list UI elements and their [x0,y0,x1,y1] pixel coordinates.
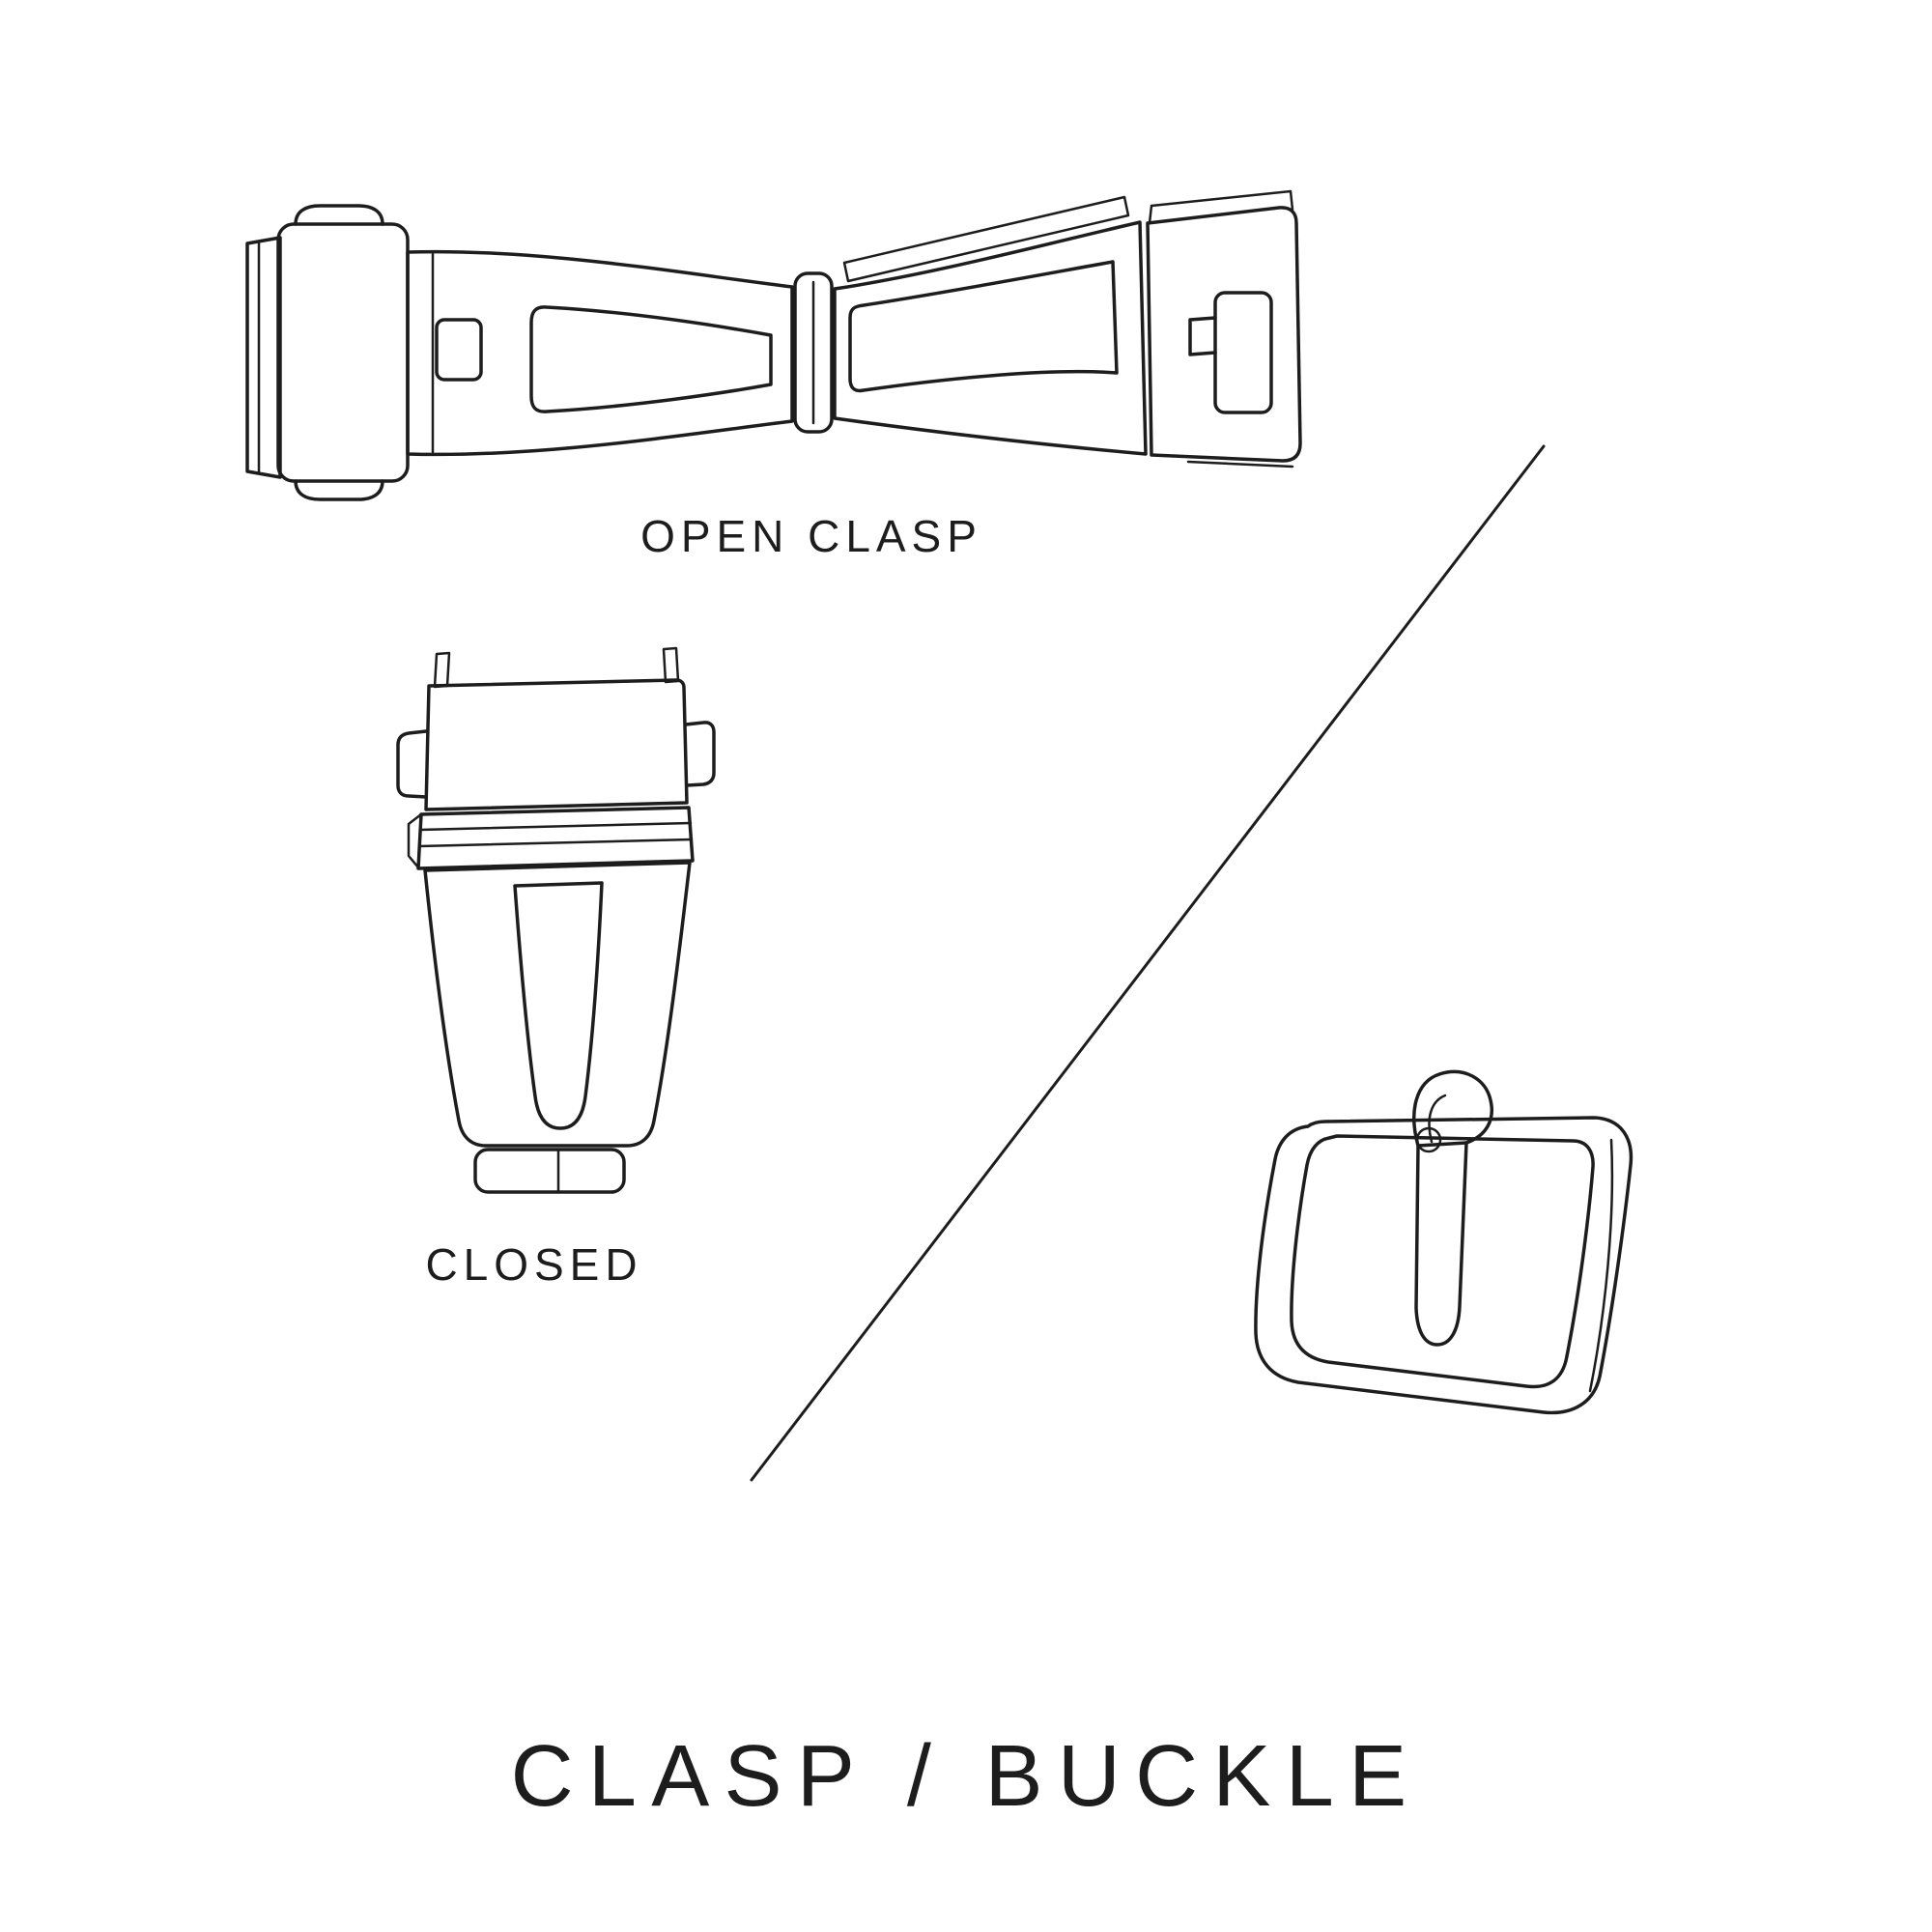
open-clasp-illustration [245,189,1302,501]
open-clasp-left-arm [406,249,794,457]
open-clasp-right-cap-bottom-line [1186,460,1294,469]
closed-clasp-prong-right [662,646,680,684]
diagram-title: CLASP / BUCKLE [510,1728,1422,1825]
closed-clasp-foot [473,1148,626,1194]
line-art-group [245,189,1634,1482]
closed-clasp-prong-left [433,651,451,689]
closed-clasp-body [423,861,692,1148]
open-clasp-right-cap [1146,206,1302,463]
buckle-inner-opening [1290,1134,1595,1389]
diagonal-divider-line [750,444,1546,1482]
open-clasp-cover-block [276,222,410,483]
open-clasp-right-cap-top-lip-edge [1148,204,1153,225]
closed-clasp-label: CLOSED [425,1239,643,1290]
buckle-outer-frame [1254,1116,1634,1415]
closed-clasp-band-line-2 [417,838,694,848]
closed-clasp-band-line-1 [418,821,693,832]
closed-clasp-body-window [513,881,604,1130]
closed-clasp-ear-right [684,721,716,787]
buckle-tang-tongue [1414,1141,1468,1347]
open-clasp-cover-top-bump [294,204,384,226]
open-clasp-label: OPEN CLASP [640,511,982,561]
open-clasp-right-cap-hook [1188,316,1217,356]
open-clasp-right-cap-top-lip [1150,189,1294,212]
open-clasp-right-cap-cutout [1213,291,1273,414]
closed-clasp-illustration [396,646,716,1194]
open-clasp-cover-bottom-bump [294,479,384,501]
open-clasp-left-arm-window [529,305,773,413]
open-clasp-right-arm-window [848,260,1119,393]
buckle-right-bar-contour [1588,1138,1614,1393]
open-clasp-right-arm [833,220,1148,456]
closed-clasp-ear-left [396,729,428,799]
closed-clasp-band-flap [407,812,423,869]
closed-clasp-top-block [424,678,689,811]
open-clasp-right-arm-top-strip [842,195,1130,283]
open-clasp-left-arm-notch [435,318,483,382]
buckle-tang-hook [1412,1069,1493,1148]
open-clasp-center-hinge [793,271,834,434]
buckle-tang-hook-inner [1428,1094,1447,1144]
pin-buckle-illustration [1254,1069,1634,1415]
open-clasp-left-end-plate [245,236,282,479]
closed-clasp-band [416,806,695,870]
